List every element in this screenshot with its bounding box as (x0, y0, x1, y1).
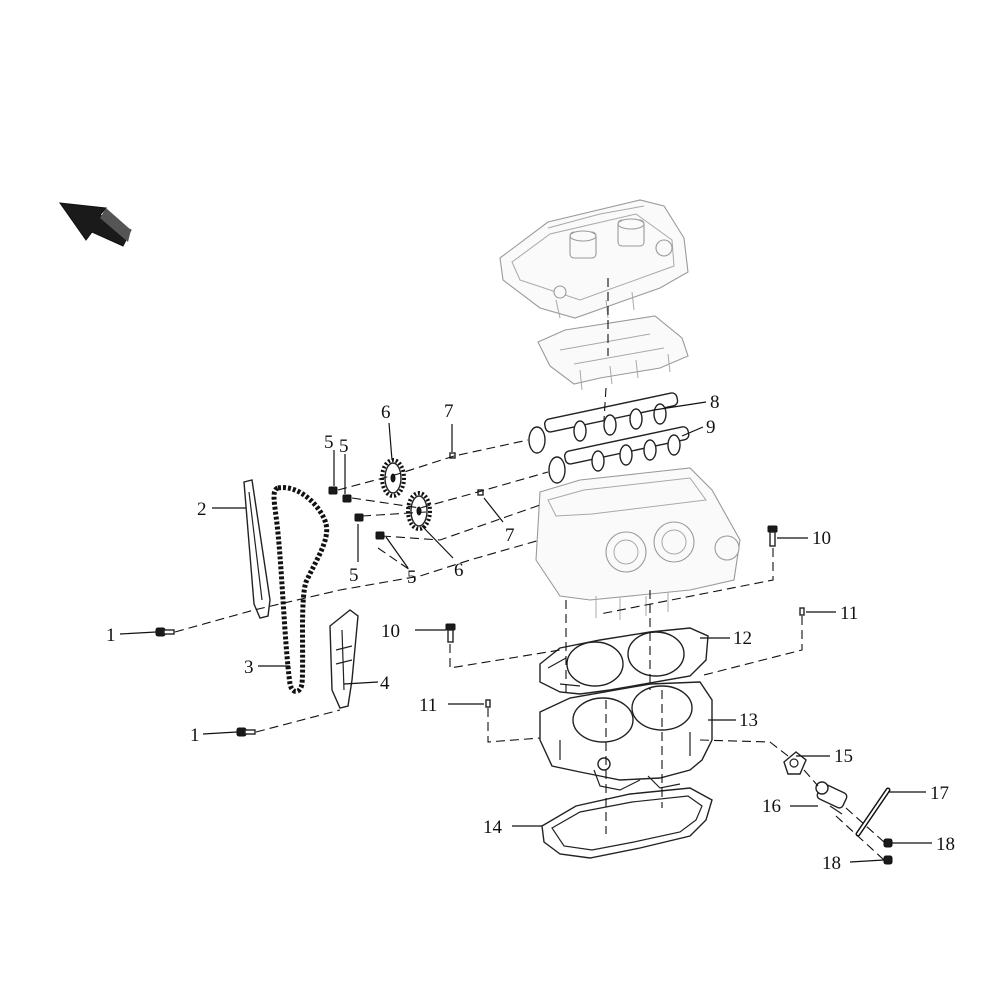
callout-5: 5 (349, 565, 359, 586)
chain-tensioner (815, 781, 848, 815)
chain-tensioner-arm (329, 609, 359, 709)
tensioner-bolt (883, 838, 893, 865)
callout-5: 5 (339, 436, 349, 457)
arrow-icon (58, 202, 132, 247)
callout-1: 1 (190, 725, 200, 746)
cylinder-head-ghost (535, 467, 741, 620)
timing-chain (271, 485, 330, 694)
cam-sprocket-upper (380, 458, 406, 498)
callout-18: 18 (822, 853, 841, 874)
head-bolt (445, 525, 778, 643)
chain-guide (243, 479, 271, 619)
callout-4: 4 (380, 673, 390, 694)
base-gasket (541, 787, 713, 859)
callout-6: 6 (381, 402, 391, 423)
callout-1: 1 (106, 625, 116, 646)
callout-5: 5 (324, 432, 334, 453)
callout-3: 3 (244, 657, 254, 678)
cam-sprocket-lower (406, 491, 432, 531)
callout-11: 11 (840, 603, 858, 624)
callout-14: 14 (483, 817, 503, 838)
callout-12: 12 (733, 628, 752, 649)
callout-5: 5 (407, 567, 417, 588)
pivot-bolt (155, 627, 256, 737)
tensioner-gasket (783, 751, 807, 775)
callout-8: 8 (710, 392, 720, 413)
callout-18: 18 (936, 834, 955, 855)
callout-10: 10 (381, 621, 400, 642)
valve-cover-ghost (499, 199, 689, 319)
callout-15: 15 (834, 746, 853, 767)
callout-11: 11 (419, 695, 437, 716)
callout-7: 7 (444, 401, 454, 422)
callout-16: 16 (762, 796, 781, 817)
camshaft-exhaust (548, 426, 690, 484)
callout-2: 2 (197, 499, 207, 520)
head-gasket (539, 627, 709, 695)
cylinder-block (539, 681, 713, 791)
callout-10: 10 (812, 528, 831, 549)
sprocket-bolt (328, 486, 385, 540)
callout-17: 17 (930, 783, 949, 804)
callout-7: 7 (505, 525, 515, 546)
callout-labels: 1 1 2 3 4 5 5 5 5 6 6 7 7 8 9 10 10 11 1… (106, 392, 955, 874)
callout-13: 13 (739, 710, 758, 731)
tensioner-plunger-rod (855, 787, 891, 837)
callout-9: 9 (706, 417, 716, 438)
callout-6: 6 (454, 560, 464, 581)
cam-carrier-ghost (537, 315, 689, 391)
leader-lines (119, 401, 932, 863)
camshaft-intake (528, 392, 679, 454)
assembly-lines (174, 278, 885, 861)
